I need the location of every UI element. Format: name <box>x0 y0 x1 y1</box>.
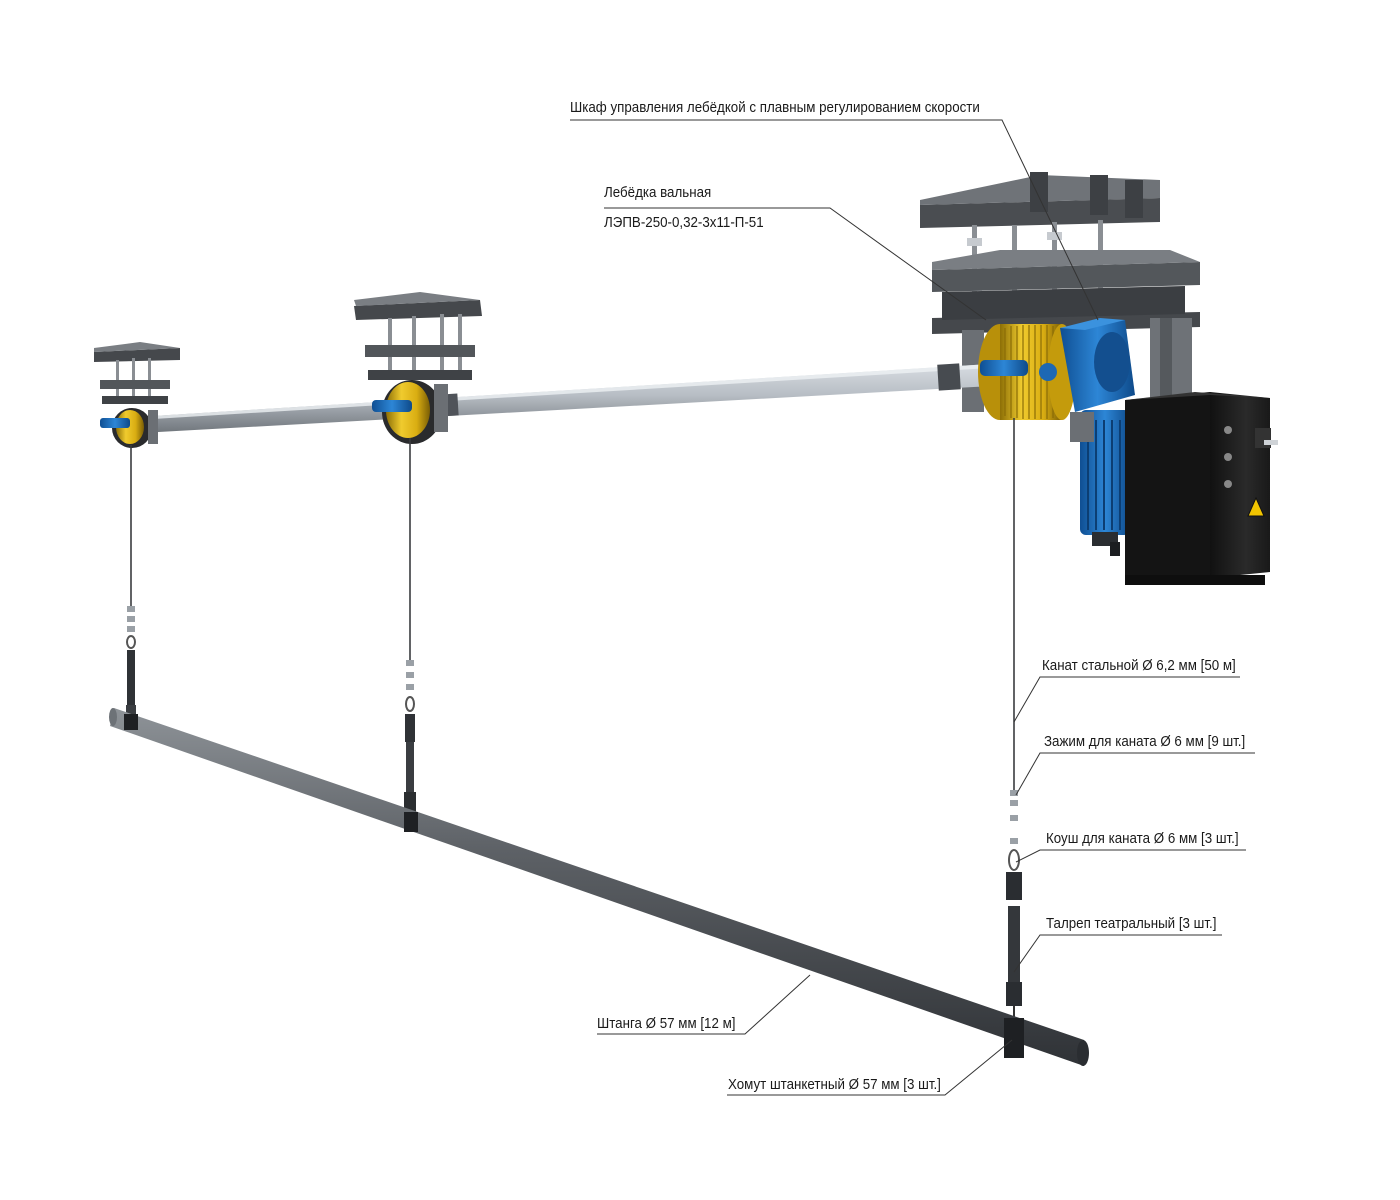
label-batten-clamp: Хомут штанкетный Ø 57 мм [3 шт.] <box>728 1077 941 1093</box>
line-shaft <box>120 363 992 434</box>
label-thimble: Коуш для каната Ø 6 мм [3 шт.] <box>1046 831 1239 847</box>
label-steel-rope: Канат стальной Ø 6,2 мм [50 м] <box>1042 658 1236 674</box>
winch-drum <box>978 324 1076 420</box>
left-pulley-block <box>94 342 180 448</box>
main-winch-support-frame <box>920 172 1200 412</box>
winch-gearbox-motor <box>1060 318 1135 556</box>
steel-ropes <box>130 418 1015 790</box>
label-control-cabinet: Шкаф управления лебёдкой с плавным регул… <box>570 100 980 116</box>
control-cabinet <box>1125 392 1278 585</box>
rigging-hardware-right <box>1006 790 1022 1022</box>
label-winch-title: Лебёдка вальная <box>604 185 712 201</box>
label-turnbuckle: Талреп театральный [3 шт.] <box>1046 916 1217 932</box>
batten-clamps <box>124 714 1024 1058</box>
label-rope-clamp: Зажим для каната Ø 6 мм [9 шт.] <box>1044 734 1246 750</box>
rigging-hardware-left <box>126 606 136 727</box>
batten-pipe <box>109 708 1089 1066</box>
warning-triangle-icon <box>1247 496 1265 517</box>
leader-lines <box>570 119 1255 1096</box>
label-batten: Штанга Ø 57 мм [12 м] <box>597 1016 736 1032</box>
label-winch-model: ЛЭПВ-250-0,32-3х11-П-51 <box>604 215 764 231</box>
middle-pulley-block <box>354 292 482 444</box>
rigging-hardware-middle <box>404 660 416 832</box>
